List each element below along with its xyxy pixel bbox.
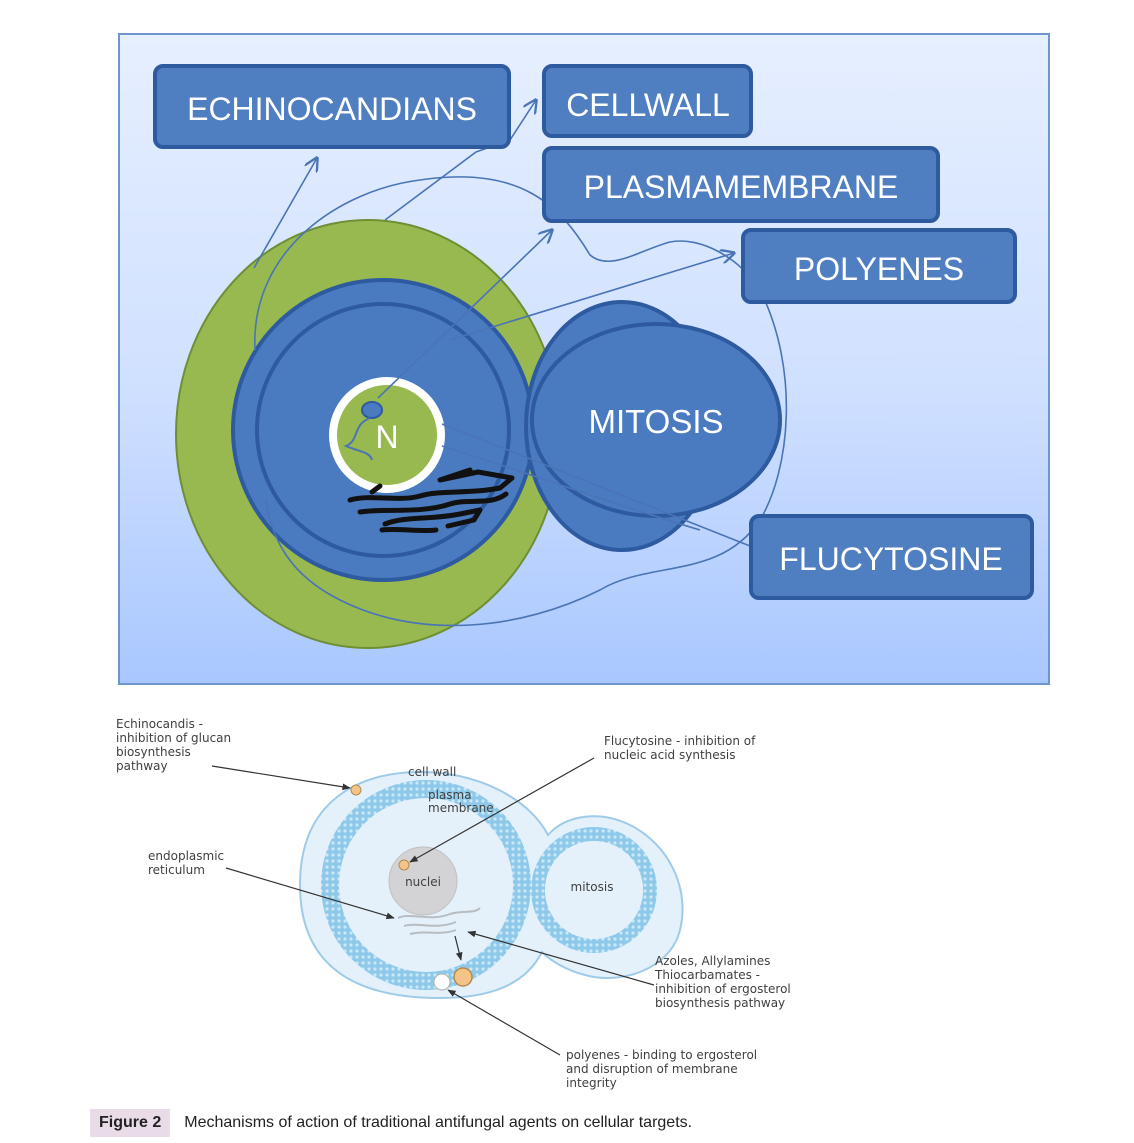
svg-text:PLASMAMEMBRANE: PLASMAMEMBRANE [584, 169, 899, 205]
bottom-er [397, 907, 481, 935]
figure-caption-text: Mechanisms of action of traditional anti… [184, 1114, 693, 1131]
nucleus-label: N [375, 419, 398, 455]
figure-caption: Figure 2 Mechanisms of action of traditi… [90, 1108, 692, 1138]
echinocandis-text: Echinocandis - inhibition of glucan bios… [116, 717, 235, 773]
box-polyenes: POLYENES [741, 228, 1017, 304]
box-plasmamembrane: PLASMAMEMBRANE [542, 146, 940, 223]
cell-bottom: nuclei mitosis [298, 770, 684, 1000]
svg-text:CELLWALL: CELLWALL [566, 87, 730, 123]
nucleus-shape [329, 377, 445, 493]
box-echinocandians: ECHINOCANDIANS [153, 64, 511, 149]
bottom-annotations: Echinocandis - inhibition of glucan bios… [116, 717, 795, 1090]
polyenes-dot [433, 973, 451, 991]
svg-text:FLUCYTOSINE: FLUCYTOSINE [779, 541, 1002, 577]
bottom-mitosis-membrane [531, 827, 657, 953]
cell-top: MITOSIS N [175, 219, 782, 649]
box-cellwall: CELLWALL [542, 64, 753, 138]
azoles-text: Azoles, Allylamines Thiocarbamates - inh… [654, 954, 795, 1010]
bottom-nuclei-label: nuclei [405, 875, 441, 889]
svg-text:ECHINOCANDIANS: ECHINOCANDIANS [187, 91, 477, 127]
azoles-dot [453, 967, 473, 987]
mitosis-label: MITOSIS [588, 403, 723, 440]
figure-label: Figure 2 [90, 1109, 171, 1137]
nucleolus-shape [361, 401, 383, 419]
er-scribble [347, 467, 515, 534]
chromatin-squiggle [343, 417, 373, 461]
plasma-membrane-text: plasma membrane [428, 788, 494, 815]
bottom-mitosis-label: mitosis [571, 880, 614, 894]
echinocandis-dot [350, 784, 362, 796]
box-flucytosine: FLUCYTOSINE [749, 514, 1034, 600]
polyenes-text: polyenes - binding to ergosterol and dis… [566, 1048, 761, 1090]
cell-wall-text: cell wall [408, 765, 456, 779]
bottom-membrane [321, 780, 531, 990]
bottom-arrows [211, 757, 655, 1056]
svg-text:POLYENES: POLYENES [794, 251, 964, 287]
top-arrows [253, 100, 788, 627]
er-text: endoplasmic reticulum [148, 849, 228, 877]
flucytosine-text: Flucytosine - inhibition of nucleic acid… [604, 734, 759, 762]
bottom-nucleus-dot [398, 859, 410, 871]
